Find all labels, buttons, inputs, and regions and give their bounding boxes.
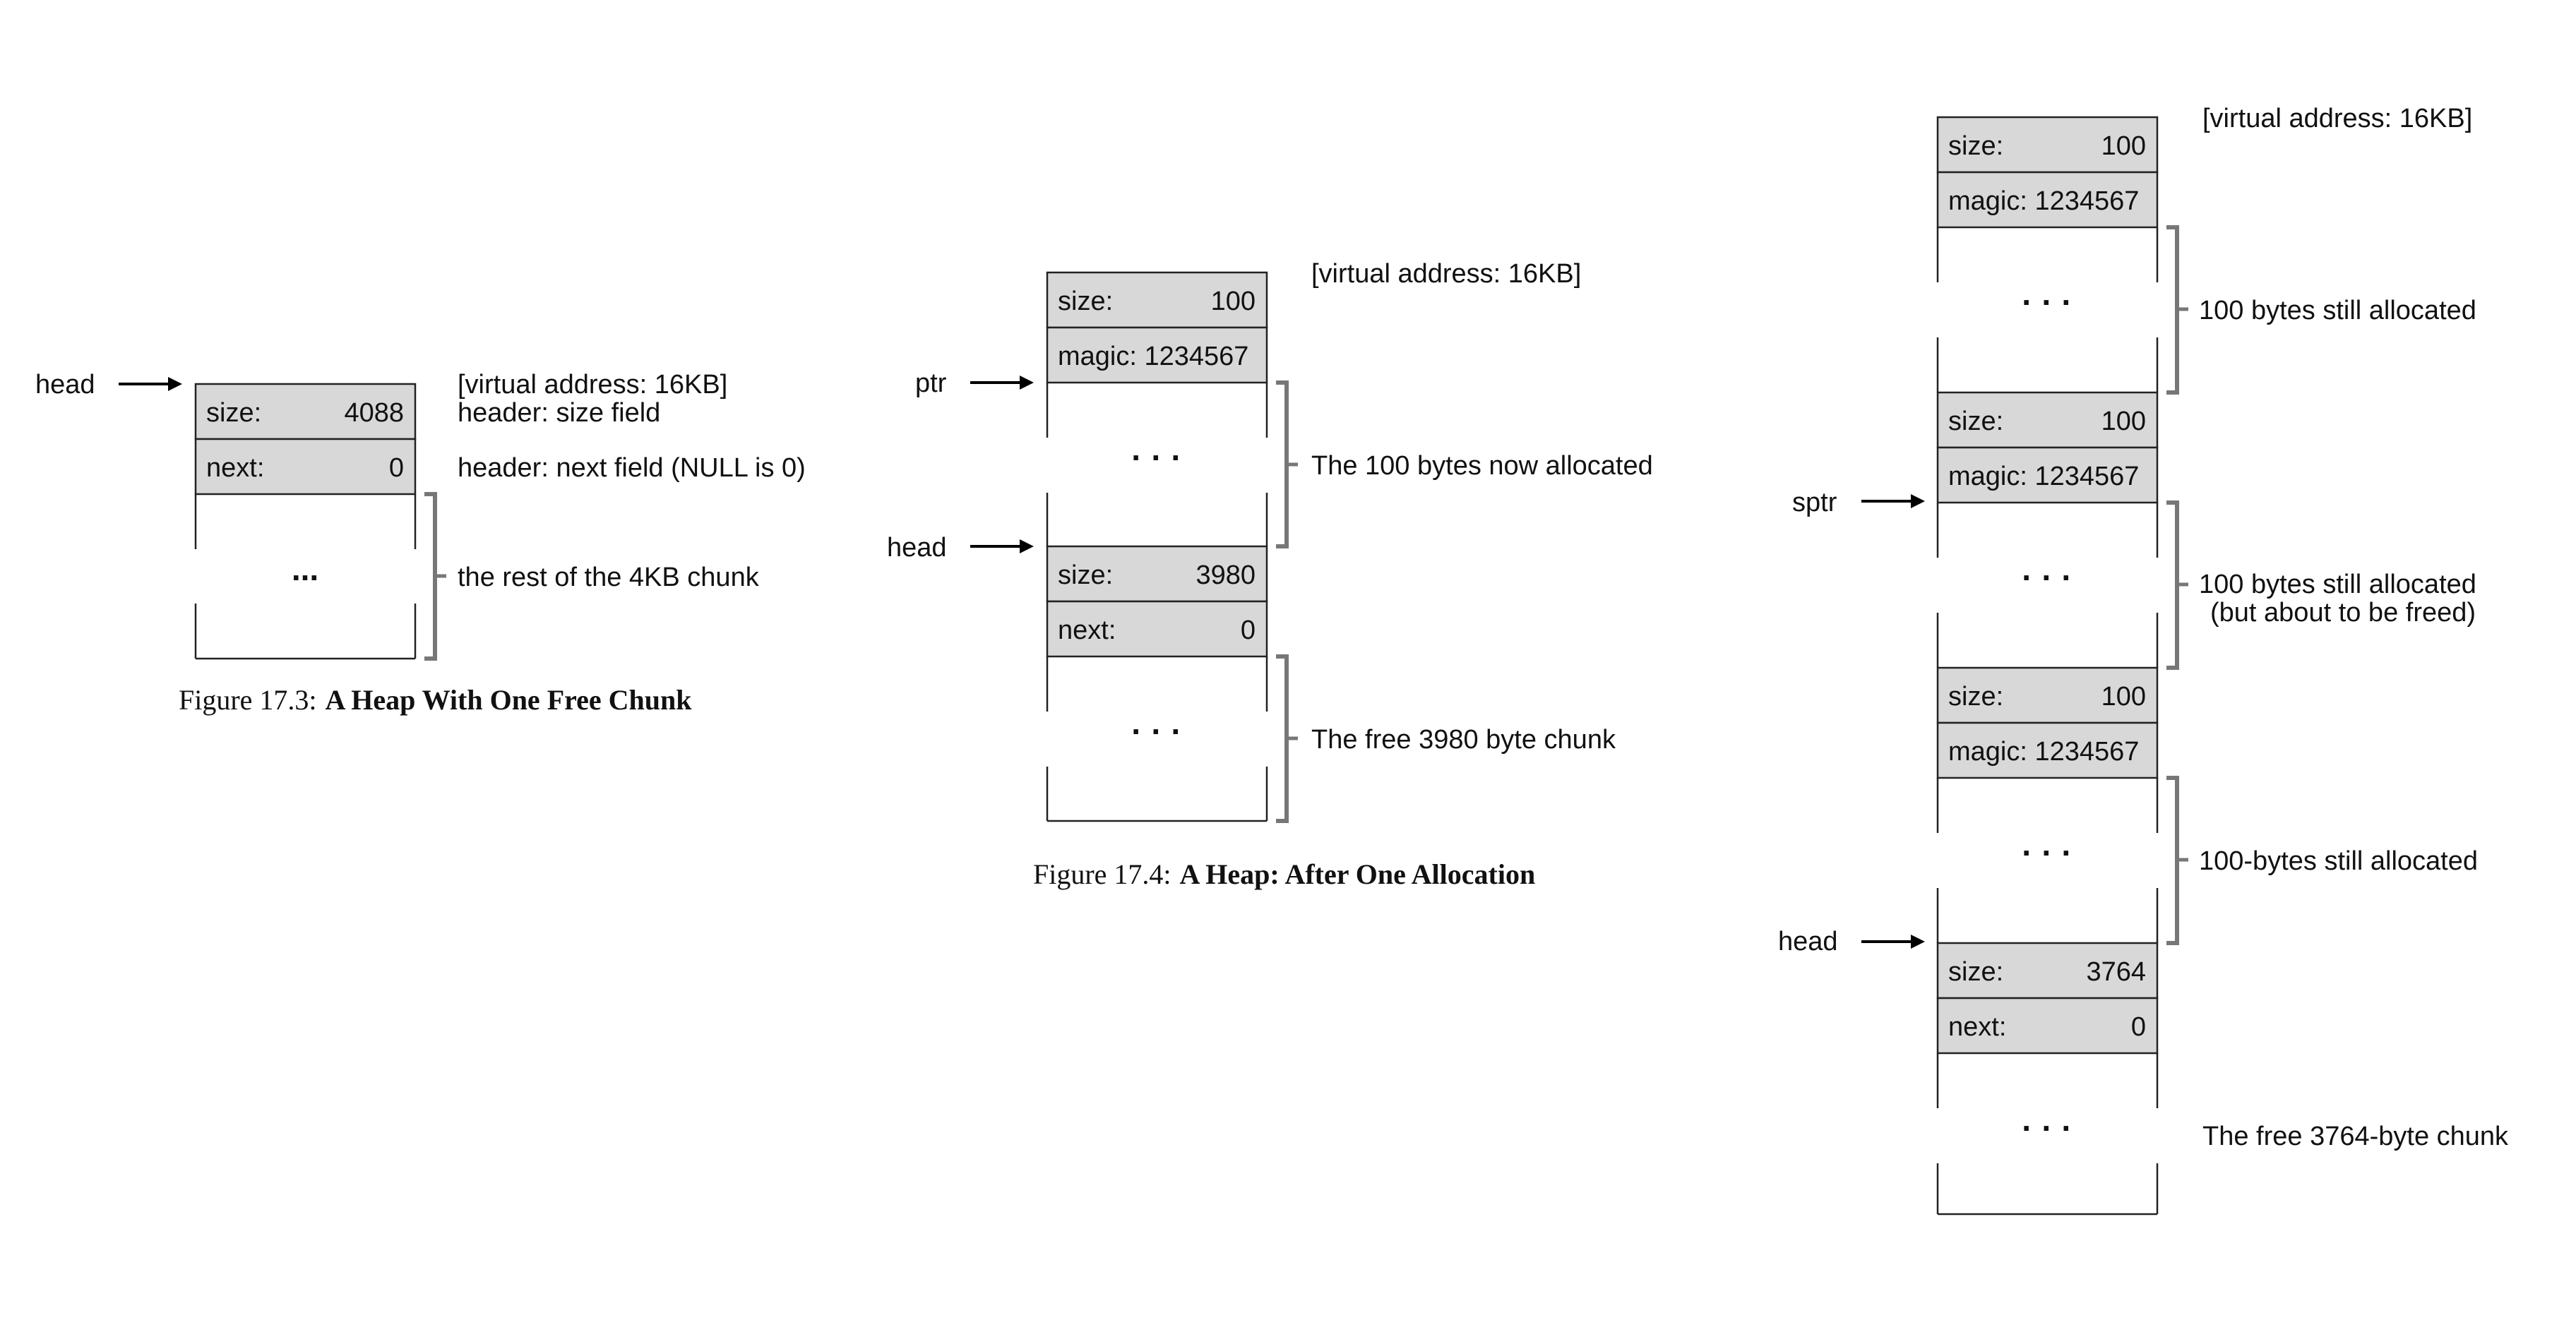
magic-label: magic: 1234567 <box>1948 737 2139 767</box>
free-chunk-body <box>1046 656 1268 822</box>
block1-body <box>1936 227 2159 392</box>
ellipsis: · · · <box>2022 559 2073 596</box>
next-label: next: <box>1948 1012 2006 1042</box>
vaddr-annotation: [virtual address: 16KB] <box>458 370 727 400</box>
ellipsis: ... <box>292 551 318 587</box>
size-value: 100 <box>2101 407 2146 436</box>
magic-header-cell <box>1046 326 1268 384</box>
magic-label: magic: 1234567 <box>1948 186 2139 216</box>
size-label: size: <box>1948 407 2003 436</box>
block1-magic-cell <box>1936 171 2159 229</box>
block1-annotation: 100 bytes still allocated <box>2199 296 2476 325</box>
size-value: 3764 <box>2086 957 2146 987</box>
head-arrow <box>970 539 1034 553</box>
size-header-cell <box>1046 271 1268 329</box>
block2-bracket <box>2166 500 2188 670</box>
block2-magic-cell <box>1936 446 2159 504</box>
size-value: 100 <box>2101 682 2146 712</box>
caption-title: A Heap With One Free Chunk <box>326 684 693 716</box>
vaddr-annotation: [virtual address: 16KB] <box>2202 104 2472 133</box>
head-pointer-label: head <box>1778 927 1838 956</box>
sptr-arrow <box>1861 494 1925 508</box>
next-value: 0 <box>1241 616 1256 645</box>
free-chunk-body <box>194 494 417 660</box>
caption-title: A Heap: After One Allocation <box>1180 858 1536 890</box>
magic-label: magic: 1234567 <box>1948 462 2139 491</box>
ellipsis: · · · <box>2022 1110 2073 1146</box>
rest-annotation: the rest of the 4KB chunk <box>458 563 760 592</box>
size-label: size: <box>1948 682 2003 712</box>
figure-caption: Figure 17.3: A Heap With One Free Chunk <box>179 684 692 716</box>
free-size-cell <box>1046 545 1268 603</box>
next-field-annotation: header: next field (NULL is 0) <box>458 453 806 483</box>
head-arrow <box>1861 935 1925 949</box>
block3-body <box>1936 778 2159 943</box>
size-field-annotation: header: size field <box>458 398 660 428</box>
block2-annotation: 100 bytes still allocated <box>2199 570 2476 599</box>
caption-number: Figure 17.4: <box>1033 858 1171 890</box>
size-value: 4088 <box>344 398 404 428</box>
size-label: size: <box>1058 560 1113 590</box>
figure-17-5: size: 100 magic: 1234567 · · · 100 bytes… <box>1778 104 2509 1216</box>
head-pointer-label: head <box>35 370 95 400</box>
next-label: next: <box>1058 616 1116 645</box>
free-bracket <box>1276 654 1298 823</box>
block1-bracket <box>2166 225 2188 395</box>
caption-number: Figure 17.3: <box>179 684 317 716</box>
ptr-arrow <box>970 376 1034 390</box>
size-label: size: <box>1948 957 2003 987</box>
block3-annotation: 100-bytes still allocated <box>2199 846 2478 876</box>
block3-magic-cell <box>1936 721 2159 779</box>
allocated-annotation: The 100 bytes now allocated <box>1311 451 1653 481</box>
figure-17-4: size: 100 magic: 1234567 · · · size: 398… <box>887 259 1653 890</box>
next-value: 0 <box>2131 1012 2146 1042</box>
size-value: 3980 <box>1195 560 1256 590</box>
block4-next-cell <box>1936 997 2159 1055</box>
size-label: size: <box>1058 287 1113 316</box>
rest-bracket <box>424 492 446 661</box>
allocated-region <box>1046 383 1268 546</box>
figure-caption: Figure 17.4: A Heap: After One Allocation <box>1033 858 1535 890</box>
size-label: size: <box>206 398 261 428</box>
next-value: 0 <box>389 453 404 483</box>
next-header-cell <box>194 438 417 496</box>
free-annotation: The free 3980 byte chunk <box>1311 725 1616 755</box>
allocated-bracket <box>1276 380 1298 548</box>
ellipsis: · · · <box>2022 834 2073 871</box>
block3-size-cell <box>1936 666 2159 724</box>
size-value: 100 <box>1211 287 1256 316</box>
block3-bracket <box>2166 776 2188 945</box>
next-header-cell <box>1046 600 1268 658</box>
head-arrow <box>119 377 182 391</box>
block2-size-cell <box>1936 391 2159 449</box>
ptr-pointer-label: ptr <box>915 368 947 398</box>
figure-17-3: head size: 4088 next: 0 ... [virtual add… <box>35 370 806 716</box>
ellipsis: · · · <box>2022 284 2073 320</box>
block4-size-cell <box>1936 942 2159 1000</box>
vaddr-annotation: [virtual address: 16KB] <box>1311 259 1581 289</box>
block1-size-cell <box>1936 116 2159 174</box>
ellipsis: · · · <box>1131 713 1182 750</box>
head-pointer-label: head <box>887 533 947 563</box>
block2-body <box>1936 503 2159 668</box>
size-label: size: <box>1948 131 2003 161</box>
size-value: 100 <box>2101 131 2146 161</box>
block4-annotation: The free 3764-byte chunk <box>2202 1122 2509 1151</box>
magic-label: magic: 1234567 <box>1058 342 1248 371</box>
ellipsis: · · · <box>1131 439 1182 476</box>
block2-annotation-note: (but about to be freed) <box>2210 598 2476 628</box>
sptr-pointer-label: sptr <box>1792 488 1837 517</box>
next-label: next: <box>206 453 264 483</box>
block4-body <box>1936 1053 2159 1216</box>
